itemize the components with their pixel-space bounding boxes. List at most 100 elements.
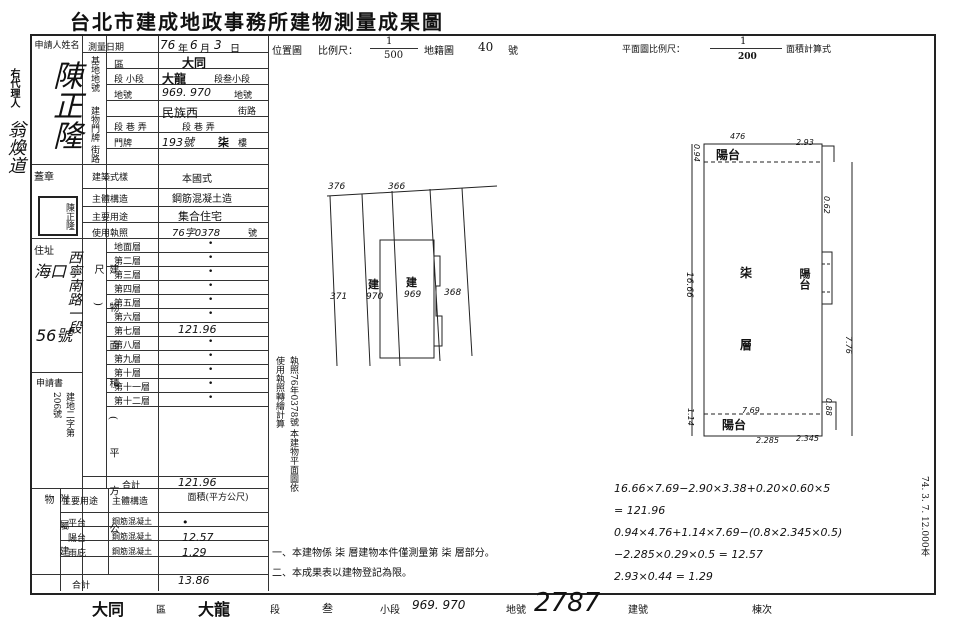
footer-district-suffix: 區	[156, 605, 166, 616]
building-mark-a: 建	[368, 278, 379, 291]
side-note: 執照76年0378號 本建物平面圖依使用執照轉繪計算	[274, 356, 298, 493]
total-label: 合計	[122, 481, 141, 491]
plan-room-balcony-top: 陽台	[716, 148, 741, 162]
parcel-368: 368	[444, 288, 462, 298]
dim-088: 0.88	[824, 398, 833, 416]
floor-label: 第三層	[114, 271, 142, 281]
attachment-use: 雨庇	[68, 549, 87, 559]
floor-label: 第十一層	[114, 383, 151, 393]
lane-value: 段 巷 弄	[182, 123, 215, 133]
parcel-371: 371	[330, 292, 348, 302]
dim-769: 7.69	[742, 406, 760, 415]
attachment-head-structure: 主體構造	[112, 497, 149, 507]
plan-scale-den: 200	[738, 52, 757, 62]
note-1: 一、本建物係 柒 層建物本件僅測量第 柒 層部分。	[272, 548, 495, 559]
parcel-970: 970	[366, 292, 384, 302]
district-label: 區	[114, 60, 124, 71]
footer-parcel: 969. 970	[412, 598, 466, 612]
lane-label: 段 巷 弄	[114, 123, 147, 133]
dim-2285: 2.285	[756, 436, 779, 445]
style-value: 本國式	[182, 174, 212, 185]
floor-value: •	[208, 337, 214, 347]
seal-label: 蓋章	[34, 172, 54, 183]
dim-476: 476	[730, 132, 746, 141]
application-doc-note: 建地二字第206號	[51, 392, 74, 437]
plan-room-balcony-side: 陽台	[798, 268, 811, 290]
agent-name: 翁煥道	[5, 120, 26, 174]
location-scale-label: 比例尺：	[318, 46, 358, 57]
agent-label: 右代理人	[8, 68, 19, 108]
floor-value: •	[208, 253, 214, 263]
attachment-structure: 鋼筋混凝土	[112, 532, 152, 541]
footer-section: 大龍	[198, 600, 231, 619]
form-frame: 申請人姓名 陳正隆 測量日期 蓋章 陳正隆 住址 海口 西寧南路一段 56號 申…	[30, 34, 936, 595]
plan-scale-label: 平面圖比例尺：	[622, 45, 686, 55]
floor-value: •	[208, 309, 214, 319]
location-scale-den: 500	[384, 50, 404, 61]
attachment-area: 1.29	[182, 546, 207, 559]
floor-label: 第十二層	[114, 397, 151, 407]
dim-114: 1.14	[686, 408, 695, 426]
door-label: 門牌	[114, 139, 133, 149]
style-label: 建築式樣	[92, 173, 129, 183]
floor-value: •	[208, 351, 214, 361]
parcel-366: 366	[388, 182, 406, 192]
attachment-area: 12.57	[182, 531, 214, 544]
location-scale-num: 1	[386, 36, 393, 47]
applicant-name: 陳正隆	[47, 60, 82, 150]
calc-line: −2.285×0.29×0.5 = 12.57	[614, 548, 763, 561]
road-label: 建物門牌 街路	[89, 106, 99, 163]
dim-776: 7.76	[844, 336, 853, 354]
attachment-use: 陽台	[68, 534, 87, 544]
location-map	[326, 185, 498, 367]
section-value: 大龍	[162, 72, 187, 86]
attachment-section-label: 附屬建物	[42, 494, 68, 572]
floor-label: 地面層	[114, 243, 142, 253]
permit-suffix: 號	[248, 229, 258, 239]
address-line-1: 海口	[34, 262, 67, 281]
land-number-suffix: 地號	[234, 91, 253, 101]
footer-order-label: 棟次	[752, 605, 772, 616]
district-value: 大同	[182, 56, 207, 70]
attachment-head-area: 面積(平方公尺)	[187, 493, 249, 503]
floor-label: 第五層	[114, 299, 142, 309]
door-value: 193號	[162, 136, 194, 149]
parcel-969: 969	[404, 290, 422, 300]
floor-label: 第二層	[114, 257, 142, 267]
attachment-total-value: 13.86	[178, 574, 210, 587]
footer-parcel-label: 地號	[506, 605, 526, 616]
survey-date-label: 測量日期	[88, 43, 125, 53]
land-no-label: 基地地號	[89, 56, 99, 92]
footer-district: 大同	[92, 600, 125, 619]
floor-label: 第六層	[114, 313, 142, 323]
footer-section-suffix: 段	[270, 605, 280, 616]
building-mark-b: 建	[406, 276, 417, 289]
attachment-structure: 鋼筋混凝土	[112, 547, 152, 556]
section-label: 段 小段	[114, 75, 144, 85]
sheet-label: 地籍圖	[424, 46, 454, 57]
floor-value: •	[208, 267, 214, 277]
floor-label: 第八層	[114, 341, 142, 351]
address-line-2: 56號	[36, 326, 73, 345]
total-value: 121.96	[178, 476, 217, 489]
footer-build-no: 2787	[534, 588, 601, 618]
survey-day: 3	[214, 38, 222, 52]
floor-value: •	[208, 281, 214, 291]
address-script: 西寧南路一段	[66, 250, 82, 334]
door-floor: 柒	[218, 136, 229, 149]
footer-build-label: 建號	[628, 605, 648, 616]
structure-value: 鋼筋混凝土造	[172, 194, 232, 205]
use-label: 主要用途	[92, 213, 129, 223]
dim-062: 0.62	[822, 196, 831, 214]
sheet-no: 40	[478, 40, 494, 54]
applicant-label: 申請人姓名	[34, 41, 80, 51]
use-value: 集合住宅	[178, 210, 222, 223]
calc-line: 16.66×7.69−2.90×3.38+0.20×0.60×5	[614, 482, 831, 495]
floor-value: •	[208, 393, 214, 403]
calc-line: 0.94×4.76+1.14×7.69−(0.8×2.345×0.5)	[614, 526, 843, 539]
area-side-label: 建物面積(平方公尺)	[92, 264, 118, 562]
floor-value: •	[208, 365, 214, 375]
dim-1666: 16.66	[684, 272, 694, 298]
plan-scale-num: 1	[740, 36, 747, 47]
dim-2345: 2.345	[796, 434, 819, 443]
